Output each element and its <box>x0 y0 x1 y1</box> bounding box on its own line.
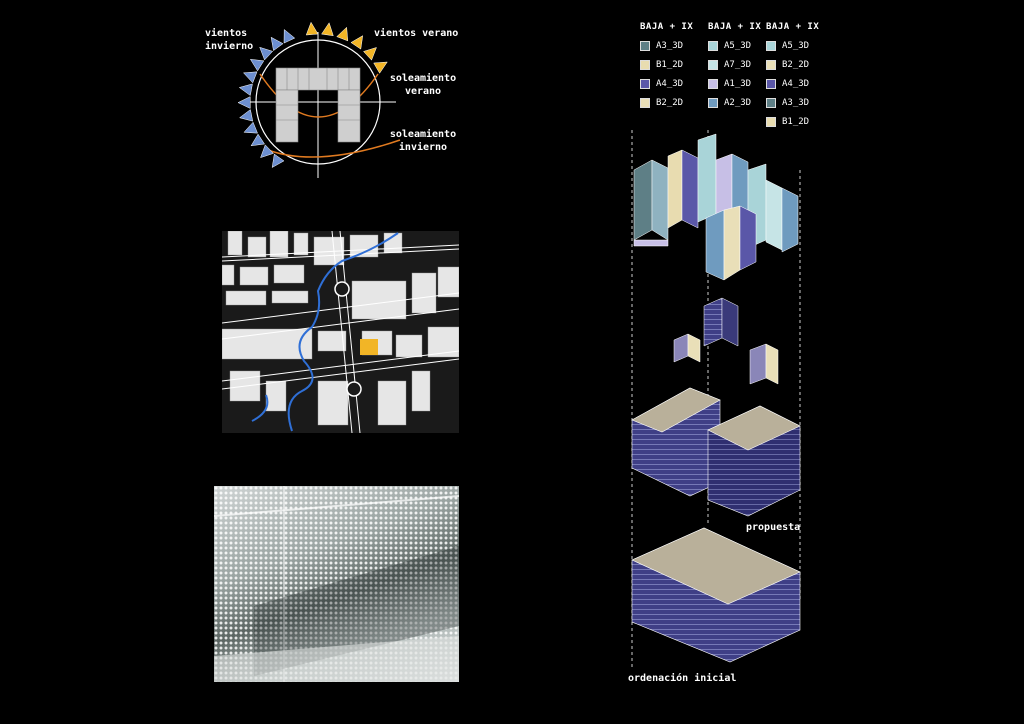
summer-sun-path <box>259 73 379 118</box>
wind-marker <box>242 71 258 84</box>
wind-marker <box>259 46 274 61</box>
wind-marker <box>260 144 274 159</box>
wind-marker <box>350 35 364 50</box>
legend-swatch <box>640 40 650 51</box>
legend-column: BAJA + IX A5_3D B2_2D A4_3D A3_3D B1_2D <box>766 22 822 131</box>
legend-swatch <box>766 97 776 108</box>
legend-swatch <box>708 78 718 89</box>
label-winds-winter: vientos invierno <box>205 28 254 52</box>
wind-marker <box>321 22 334 37</box>
legend-label: A3_3D <box>656 40 684 51</box>
legend-item: A3_3D <box>640 36 696 55</box>
legend-label: B1_2D <box>656 59 684 70</box>
label-winds-summer: vientos verano <box>374 28 459 39</box>
legend-item: B2_2D <box>766 55 822 74</box>
label-propuesta: propuesta <box>746 522 801 533</box>
legend-swatch <box>640 59 650 70</box>
wind-marker <box>373 61 388 74</box>
legend-item: A5_3D <box>708 36 764 55</box>
legend-swatch <box>640 78 650 89</box>
legend-label: B2_2D <box>782 59 810 70</box>
wind-marker <box>270 36 284 52</box>
legend-label: B1_2D <box>782 116 810 127</box>
legend-swatch <box>766 59 776 70</box>
legend-swatch <box>708 59 718 70</box>
legend-label: A5_3D <box>724 40 752 51</box>
legend-column: BAJA + IX A5_3D A7_3D A1_3D A2_3D <box>708 22 764 112</box>
legend-label: A3_3D <box>782 97 810 108</box>
label-sun-summer: soleamiento verano <box>389 73 457 97</box>
legend-label: A2_3D <box>724 97 752 108</box>
extruded-towers <box>673 297 779 385</box>
legend-item: A4_3D <box>640 74 696 93</box>
site-map <box>222 231 459 433</box>
legend-header: BAJA + IX <box>640 22 694 32</box>
legend-swatch <box>766 78 776 89</box>
facade-photo-svg <box>214 486 459 682</box>
facade-photo <box>214 486 459 682</box>
wind-marker <box>243 121 258 134</box>
winter-wind-markers <box>237 28 296 169</box>
legend-item: B1_2D <box>766 112 822 131</box>
legend-column: BAJA + IX A3_3D B1_2D A4_3D B2_2D <box>640 22 696 112</box>
legend-item: A2_3D <box>708 93 764 112</box>
legend-label: A1_3D <box>724 78 752 89</box>
wind-marker <box>249 58 265 72</box>
legend-item: A4_3D <box>766 74 822 93</box>
wind-marker <box>238 83 253 96</box>
wind-marker <box>271 153 285 169</box>
legend-label: A5_3D <box>782 40 810 51</box>
building-footprint <box>275 67 361 143</box>
legend-item: A5_3D <box>766 36 822 55</box>
colored-massing <box>633 133 799 281</box>
legend-item: A1_3D <box>708 74 764 93</box>
legend-swatch <box>640 97 650 108</box>
legend-swatch <box>708 40 718 51</box>
axonometric-svg <box>631 120 801 670</box>
legend-swatch <box>766 40 776 51</box>
summer-wind-markers <box>305 21 388 74</box>
wind-marker <box>336 26 349 42</box>
legend-label: B2_2D <box>656 97 684 108</box>
label-sun-winter: soleamiento invierno <box>389 129 457 153</box>
legend-item: B2_2D <box>640 93 696 112</box>
legend-header: BAJA + IX <box>766 22 820 32</box>
legend-label: A4_3D <box>782 78 810 89</box>
legend-label: A7_3D <box>724 59 752 70</box>
legend-item: A3_3D <box>766 93 822 112</box>
wind-marker <box>283 28 296 44</box>
site-map-svg <box>222 231 459 433</box>
initial-massing <box>631 527 801 663</box>
wind-marker <box>237 96 251 109</box>
wind-marker <box>363 47 377 61</box>
climate-diagram <box>190 10 460 200</box>
wind-marker <box>305 21 319 36</box>
legend-swatch <box>766 116 776 127</box>
legend-item: B1_2D <box>640 55 696 74</box>
axonometric-diagram <box>620 120 820 690</box>
legend-item: A7_3D <box>708 55 764 74</box>
legend-label: A4_3D <box>656 78 684 89</box>
legend-header: BAJA + IX <box>708 22 762 32</box>
wind-marker <box>239 109 254 122</box>
wind-marker <box>250 133 265 147</box>
legend-swatch <box>708 97 718 108</box>
propuesta-massing <box>631 387 801 517</box>
label-ordenacion-inicial: ordenación inicial <box>628 673 737 684</box>
winter-sun-path <box>267 139 401 158</box>
sun-wind-diagram-svg <box>237 21 401 178</box>
